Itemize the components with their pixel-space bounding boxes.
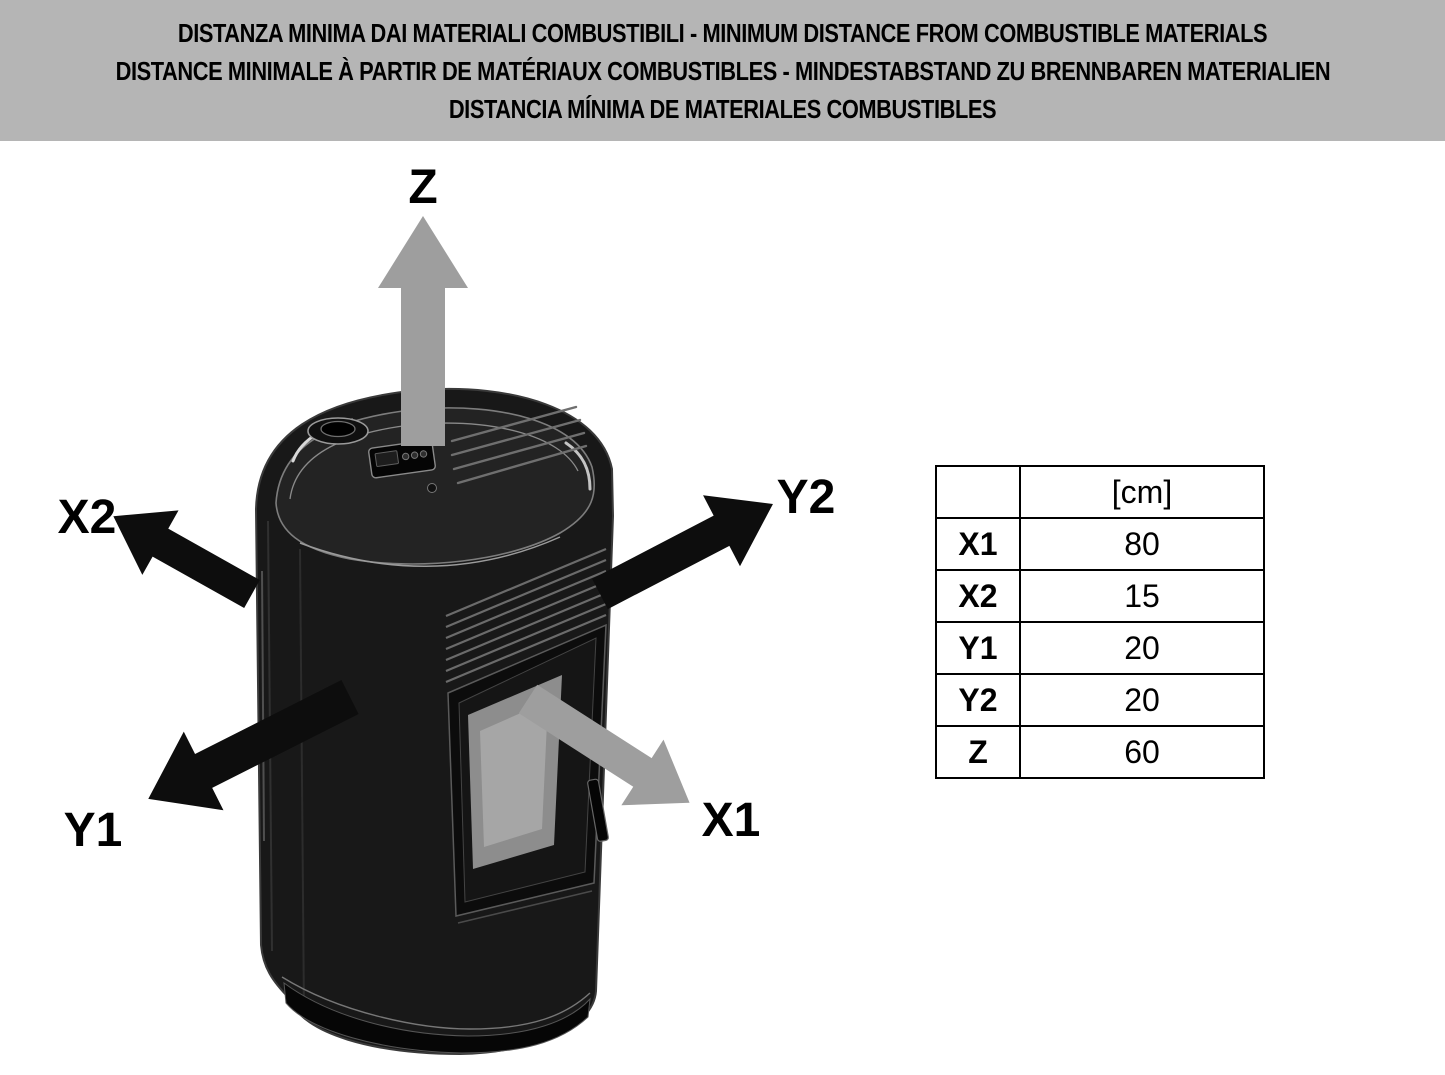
glass-reflection-inner xyxy=(480,701,548,847)
banner-line-2: DISTANCE MINIMALE À PARTIR DE MATÉRIAUX … xyxy=(115,55,1331,86)
row-label: Y1 xyxy=(935,621,1021,675)
label-x1: X1 xyxy=(702,794,761,847)
row-value: 60 xyxy=(1019,725,1265,779)
body-highlight-line xyxy=(261,570,265,842)
row-label: Y2 xyxy=(935,673,1021,727)
front-vent-grille xyxy=(445,547,607,684)
arrow-y1 xyxy=(148,680,359,811)
row-label: X1 xyxy=(935,517,1021,571)
label-y2: Y2 xyxy=(777,471,836,524)
door-handle xyxy=(587,778,609,842)
top-highlight-right xyxy=(564,441,592,491)
label-x2: X2 xyxy=(58,491,117,544)
banner-line-1: DISTANZA MINIMA DAI MATERIALI COMBUSTIBI… xyxy=(177,17,1268,48)
table-row: Y2 20 xyxy=(935,673,1265,727)
top-grille xyxy=(450,405,588,485)
clearance-diagram-svg: Z X2 Y2 Y1 X1 xyxy=(58,161,836,1056)
row-value: 80 xyxy=(1019,517,1265,571)
arrow-z xyxy=(378,216,468,446)
row-value: 20 xyxy=(1019,621,1265,675)
stove-illustration xyxy=(254,387,615,1056)
diagram-area: Z X2 Y2 Y1 X1 [cm] X1 80 X2 15 xyxy=(0,141,1445,1075)
arrow-x1 xyxy=(518,684,690,806)
panel-knob xyxy=(427,483,437,493)
unit-header-cell: [cm] xyxy=(1019,465,1265,519)
table-row: X2 15 xyxy=(935,569,1265,623)
banner-line-3: DISTANCIA MÍNIMA DE MATERIALES COMBUSTIB… xyxy=(448,93,997,124)
table-header-row: [cm] xyxy=(935,465,1265,519)
label-z: Z xyxy=(408,161,437,214)
title-banner: DISTANZA MINIMA DAI MATERIALI COMBUSTIBI… xyxy=(0,0,1445,141)
table-corner-cell xyxy=(935,465,1021,519)
control-panel xyxy=(368,439,436,479)
body-shading-line xyxy=(299,548,305,1014)
row-value: 20 xyxy=(1019,673,1265,727)
stove-base xyxy=(281,976,591,1054)
table-row: Z 60 xyxy=(935,725,1265,779)
lower-panel-line xyxy=(457,890,593,924)
distance-table: [cm] X1 80 X2 15 Y1 20 Y2 20 xyxy=(935,465,1265,779)
row-label: Z xyxy=(935,725,1021,779)
table-row: X1 80 xyxy=(935,517,1265,571)
arrow-x2 xyxy=(113,510,260,608)
row-label: X2 xyxy=(935,569,1021,623)
flue-collar xyxy=(307,417,369,445)
top-front-rim-line xyxy=(299,536,561,567)
label-y1: Y1 xyxy=(64,804,123,857)
table-row: Y1 20 xyxy=(935,621,1265,675)
arrow-y2 xyxy=(592,495,773,610)
row-value: 15 xyxy=(1019,569,1265,623)
